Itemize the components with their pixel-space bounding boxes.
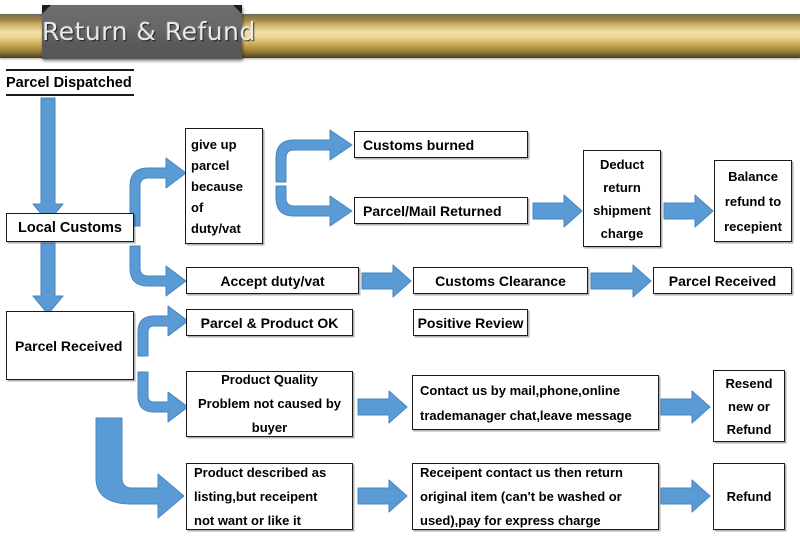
arrow-giveup-split-lower (275, 185, 353, 227)
node-deduct-return-charge[interactable]: Deduct return shipment charge (583, 150, 661, 247)
node-balance-line-3: recepient (724, 218, 782, 234)
arrow-giveup-split (275, 129, 353, 183)
node-resend-refund-line-1: Resend (725, 375, 773, 391)
node-product-described-line-1: Product described as (194, 464, 327, 480)
node-product-described-line-3: not want or like it (194, 512, 301, 528)
node-give-up-parcel-line-1: give up (191, 136, 237, 152)
node-customs-clearance-label: Customs Clearance (435, 272, 566, 289)
node-deduct-line-4: charge (600, 225, 644, 241)
node-contact-us-line-2: trademanager chat,leave message (420, 407, 632, 423)
node-resend-refund-line-2: new or (728, 398, 770, 414)
node-product-quality-line-1: Product Quality (221, 372, 318, 387)
arrow-customs-to-giveup (129, 157, 187, 227)
node-parcel-mail-returned-label: Parcel/Mail Returned (363, 202, 502, 219)
node-parcel-received-left-label: Parcel Received (15, 337, 123, 354)
node-refund-label: Refund (726, 489, 772, 504)
node-receipent-contact[interactable]: Receipent contact us then return origina… (412, 463, 659, 530)
node-give-up-parcel-line-4: of (191, 199, 204, 215)
node-receipent-contact-line-1: Receipent contact us then return (420, 464, 623, 480)
arrow-receipent-to-refund (660, 479, 711, 513)
arrow-returned-to-deduct (532, 194, 583, 228)
node-give-up-parcel-line-5: duty/vat (191, 220, 241, 236)
node-product-quality-line-2: Problem not caused by (197, 396, 342, 411)
title-ribbon: Return & Refund (42, 5, 256, 59)
node-give-up-parcel-line-3: because (191, 178, 244, 194)
node-balance-line-1: Balance (728, 168, 778, 184)
node-parcel-product-ok[interactable]: Parcel & Product OK (186, 309, 353, 336)
node-parcel-product-ok-label: Parcel & Product OK (200, 314, 339, 331)
arrow-clearance-to-received (590, 264, 652, 298)
node-resend-refund[interactable]: Resend new or Refund (713, 370, 785, 442)
arrow-customs-to-accept (129, 245, 187, 297)
node-deduct-line-3: shipment (593, 202, 651, 218)
node-accept-duty-vat[interactable]: Accept duty/vat (186, 267, 359, 294)
gold-bar-highlight (0, 14, 800, 20)
node-product-described-line-2: listing,but receipent (194, 488, 318, 504)
page-header: Return & Refund (0, 0, 800, 66)
node-customs-burned[interactable]: Customs burned (354, 131, 528, 158)
node-parcel-dispatched-label: Parcel Dispatched (6, 74, 132, 91)
node-parcel-dispatched[interactable]: Parcel Dispatched (6, 69, 134, 96)
node-deduct-line-1: Deduct (599, 156, 645, 172)
node-give-up-parcel[interactable]: give up parcel because of duty/vat (185, 128, 263, 244)
node-give-up-parcel-line-2: parcel (191, 157, 230, 173)
arrow-quality-to-contact (357, 390, 408, 424)
node-contact-us[interactable]: Contact us by mail,phone,online trademan… (412, 375, 659, 430)
node-contact-us-line-1: Contact us by mail,phone,online (420, 382, 621, 398)
node-receipent-contact-line-3: used),pay for express charge (420, 512, 601, 528)
node-parcel-received-left[interactable]: Parcel Received (6, 311, 134, 380)
node-product-described[interactable]: Product described as listing,but receipe… (186, 463, 353, 530)
node-deduct-line-2: return (603, 179, 641, 195)
arrow-deduct-to-balance (663, 194, 714, 228)
node-parcel-mail-returned[interactable]: Parcel/Mail Returned (354, 197, 528, 224)
node-customs-burned-label: Customs burned (363, 136, 475, 153)
arrow-received-to-productok (137, 305, 189, 357)
node-parcel-received-right-label: Parcel Received (668, 272, 777, 289)
node-product-quality[interactable]: Product Quality Problem not caused by bu… (186, 371, 353, 437)
arrow-dispatched-to-customs (32, 97, 64, 223)
arrow-customs-to-received (32, 242, 64, 315)
node-parcel-received-right[interactable]: Parcel Received (653, 267, 792, 294)
page-title: Return & Refund (42, 17, 256, 46)
node-local-customs[interactable]: Local Customs (6, 213, 134, 242)
node-resend-refund-line-3: Refund (726, 421, 772, 437)
arrow-received-to-described (95, 417, 185, 519)
arrow-contact-to-resend (660, 390, 711, 424)
node-positive-review[interactable]: Positive Review (413, 309, 528, 336)
node-product-quality-line-3: buyer (251, 420, 288, 435)
arrow-received-to-quality (137, 371, 189, 423)
node-accept-duty-vat-label: Accept duty/vat (220, 272, 325, 289)
node-customs-clearance[interactable]: Customs Clearance (413, 267, 588, 294)
arrow-accept-to-clearance (361, 264, 412, 298)
arrow-described-to-receipent (357, 479, 408, 513)
node-positive-review-label: Positive Review (417, 314, 524, 331)
node-refund[interactable]: Refund (713, 463, 785, 530)
node-receipent-contact-line-2: original item (can't be washed or (420, 488, 622, 504)
node-balance-refund[interactable]: Balance refund to recepient (714, 160, 792, 242)
node-local-customs-label: Local Customs (18, 219, 122, 236)
node-balance-line-2: refund to (724, 193, 782, 209)
